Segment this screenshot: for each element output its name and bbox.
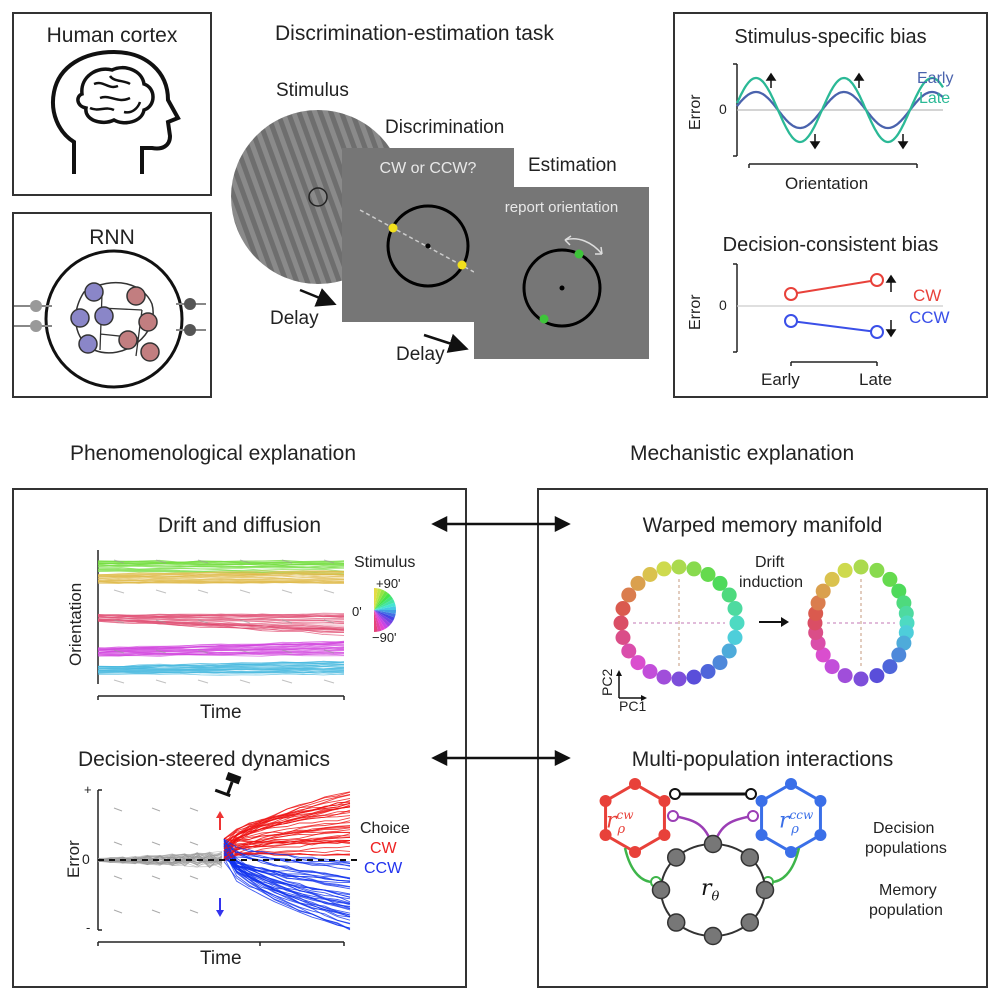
bias-plots: [733, 63, 944, 366]
phenomenological-plots: [97, 550, 396, 946]
task-title: Discrimination-estimation task: [275, 22, 554, 45]
decision-populations-1: Decision: [873, 820, 935, 837]
r-cw-r: r: [606, 808, 617, 834]
ssb-title: Stimulus-specific bias: [734, 26, 927, 48]
delay-label-2: Delay: [396, 344, 445, 365]
dcb-title: Decision-consistent bias: [722, 234, 939, 256]
r-cw-sub: ρ: [617, 821, 626, 837]
wheel-zero: 0': [352, 604, 362, 619]
stimulus-label: Stimulus: [276, 80, 349, 101]
drift-trajectories: [97, 559, 345, 684]
mechanistic-panel: Warped memory manifold Multi-population …: [537, 488, 988, 988]
mechanistic-diagrams: [599, 559, 915, 946]
decision-zero: 0: [82, 851, 90, 867]
human-cortex-panel: Human cortex: [12, 12, 212, 196]
stimulus-color-wheel: [374, 588, 396, 632]
phenomenological-panel: Drift and diffusion Decision-steered dyn…: [12, 488, 467, 988]
dcb-ccw-label: CCW: [909, 308, 950, 327]
ssb-late-curve: [735, 76, 944, 144]
ssb-ylabel: Error: [687, 94, 704, 130]
stimulus-grating: [231, 110, 405, 284]
r-cw-sup: cw: [616, 808, 634, 822]
manifold-title: Warped memory manifold: [642, 514, 883, 537]
r-theta-r: r: [701, 876, 712, 901]
drift-xlabel: Time: [200, 702, 242, 723]
decision-trajectories: [97, 791, 351, 931]
choice-label: Choice: [360, 820, 410, 837]
dcb-cw-late-point: [870, 273, 884, 287]
dcb-cw-line: [790, 279, 878, 295]
memory-population-2: population: [869, 902, 943, 919]
ssb-xlabel: Orientation: [785, 174, 869, 193]
delay-label-1: Delay: [270, 308, 319, 329]
manifold-ring-before: [613, 559, 745, 687]
pc2-label: PC2: [599, 668, 615, 696]
decision-populations-2: populations: [865, 840, 947, 857]
drift-induction-1: Drift: [755, 554, 785, 571]
memory-population-nodes: [651, 834, 775, 946]
rnn-diagram: [14, 249, 206, 389]
ssb-zero: 0: [719, 101, 727, 117]
discrimination-label: Discrimination: [385, 117, 505, 138]
r-ccw-label: rccwρ: [779, 808, 813, 837]
decision-xlabel: Time: [200, 948, 242, 969]
dcb-cw-label: CW: [913, 286, 942, 305]
pc1-label: PC1: [619, 698, 647, 714]
drift-induction-2: induction: [739, 574, 804, 591]
drift-ylabel: Orientation: [66, 582, 85, 666]
rnn-panel: RNN: [12, 212, 212, 398]
r-theta-label: rθ: [701, 876, 719, 904]
bias-panel: Stimulus-specific bias Decision-consiste…: [673, 12, 988, 398]
rnn-title: RNN: [89, 226, 135, 249]
r-theta-sub: θ: [711, 889, 720, 905]
r-ccw-sup: ccw: [789, 808, 814, 822]
decision-minus: -: [86, 920, 91, 935]
human-cortex-title: Human cortex: [46, 24, 178, 47]
dcb-ccw-line: [790, 320, 878, 333]
dcb-ccw-early-point: [784, 314, 798, 328]
ssb-legend-early: Early: [917, 70, 954, 87]
wheel-minus90: −90': [372, 630, 397, 645]
dcb-ylabel: Error: [687, 294, 704, 330]
drift-stimulus-label: Stimulus: [354, 554, 416, 571]
decision-ylabel: Error: [64, 840, 83, 878]
decision-title: Decision-steered dynamics: [77, 748, 331, 771]
multi-title: Multi-population interactions: [631, 748, 894, 771]
dcb-ccw-late-point: [870, 325, 884, 339]
gavel-icon: [214, 772, 242, 798]
dcb-zero: 0: [719, 297, 727, 313]
r-ccw-r: r: [779, 808, 790, 834]
question-text: CW or CCW?: [379, 160, 477, 177]
memory-population-1: Memory: [879, 882, 937, 899]
drift-title: Drift and diffusion: [157, 514, 322, 537]
dcb-x-late: Late: [859, 370, 893, 389]
mechanistic-heading: Mechanistic explanation: [630, 442, 855, 465]
r-ccw-sub: ρ: [791, 821, 799, 837]
report-text: report orientation: [504, 199, 619, 216]
decision-plus: +: [84, 782, 92, 797]
wheel-plus90: +90': [376, 576, 401, 591]
r-cw-label: rcwρ: [606, 808, 634, 837]
manifold-ring-after: [807, 559, 915, 687]
ssb-legend-late: Late: [919, 90, 951, 107]
human-head-brain-icon: [51, 49, 181, 174]
dcb-cw-early-point: [784, 287, 798, 301]
choice-cw: CW: [370, 840, 397, 857]
dcb-x-early: Early: [761, 370, 800, 389]
phenomenological-heading: Phenomenological explanation: [70, 442, 357, 465]
estimation-label: Estimation: [528, 155, 617, 176]
choice-ccw: CCW: [364, 860, 403, 877]
